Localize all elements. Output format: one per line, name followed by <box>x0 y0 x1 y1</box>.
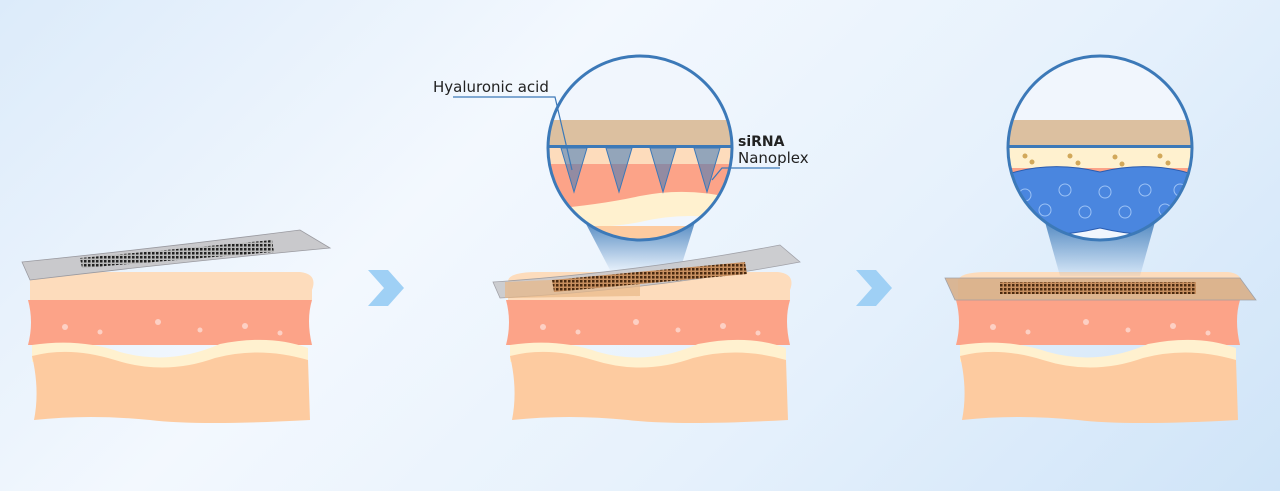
sirna-label: siRNA <box>738 134 785 150</box>
stage-1-skin <box>28 272 314 423</box>
label-hyaluronic-acid: Hyaluronic acid <box>433 78 573 171</box>
nanoplex-label: Nanoplex <box>738 149 809 167</box>
magnifier-needle-insertion <box>546 54 734 242</box>
label-sirna-nanoplex: siRNA Nanoplex <box>711 134 809 181</box>
stage-3-patch <box>944 277 1257 301</box>
next-arrow-icon <box>856 270 892 306</box>
next-arrow-icon <box>368 270 404 306</box>
stage-1-patch <box>21 229 332 281</box>
magnifier-dissolved-needles <box>1006 54 1194 242</box>
stage-2-patch <box>492 244 801 299</box>
hyaluronic-acid-label: Hyaluronic acid <box>433 78 549 96</box>
